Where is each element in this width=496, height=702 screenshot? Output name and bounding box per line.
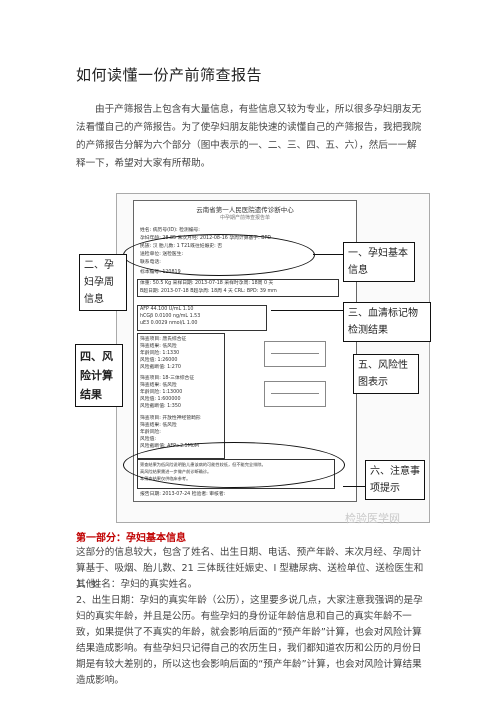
ellipse-notes — [123, 442, 345, 488]
report-line: uE3 0.0029 nmol/L 1.00 — [140, 321, 198, 326]
report-line: B超日期: 2013-07-18 B超孕周: 18周 4 天 CRL: BPD:… — [140, 289, 277, 294]
report-line: 年龄风险: 1:13000 — [140, 390, 183, 395]
ellipse-basic-info — [123, 234, 315, 276]
report-line: 报告日期: 2013-07-24 检验者: 审核者: — [140, 492, 226, 497]
report-line: hCGβ 0.0100 ng/mL 1.53 — [140, 314, 201, 319]
callout-6: 六、注意事项提示 — [365, 460, 425, 500]
report-hospital: 云南省第一人民医院遗传诊断中心 — [196, 206, 294, 214]
report-line: 风险值: 1:26000 — [140, 358, 178, 363]
report-line: 筛查结果: 低风险 — [140, 344, 177, 349]
arrow-line-1 — [313, 254, 343, 255]
report-line: 体重: 50.5 Kg 采样日期: 2013-07-18 采样时孕周: 18周 … — [140, 281, 274, 286]
page-title: 如何读懂一份产前筛查报告 — [76, 66, 263, 84]
arrow-line-3 — [271, 310, 343, 311]
report-line: 风险截断值: 1:350 — [140, 404, 181, 409]
callout-5: 五、风险性图表示 — [353, 354, 419, 394]
risk-graph-axis — [271, 393, 319, 394]
report-line: 筛查结果: 低风险 — [140, 423, 177, 428]
report-line: 筛查项目: 开放性神经管畸形 — [140, 416, 201, 421]
report-line: 标本编号: 120819 — [140, 270, 181, 275]
report-line: 筛查项目: 唐氏综合征 — [140, 337, 187, 342]
pregnancy-info-box — [137, 279, 339, 297]
risk-graph-2 — [264, 381, 326, 407]
report-line: 年龄风险: 1:1330 — [140, 351, 180, 356]
report-line: 年龄风险: — [140, 430, 161, 435]
watermark: 检验医学网 — [345, 512, 400, 525]
report-subtitle: 中孕期产前筛查报告单 — [219, 215, 270, 221]
callout-4: 四、风险计算结果 — [75, 344, 123, 407]
report-line: 风险值: 1:600000 — [140, 397, 181, 402]
report-line: 筛查项目: 18-三体综合征 — [140, 376, 195, 381]
serum-marker-box — [137, 305, 267, 331]
risk-graph-1 — [264, 341, 326, 367]
report-line: 姓名: 病历号(ID): 检测编号: — [140, 228, 200, 233]
callout-3: 三、血清标记物检测结果 — [343, 302, 431, 342]
annotated-report-figure: 云南省第一人民医院遗传诊断中心 中孕期产前筛查报告单 姓名: 病历号(ID): … — [75, 193, 431, 525]
section-1-heading: 第一部分：孕妇基本信息 — [76, 533, 186, 544]
intro-paragraph: 由于产筛报告上包含有大量信息，有些信息又较为专业，所以很多孕妇朋友无法看懂自己的… — [76, 104, 422, 169]
callout-1: 一、孕妇基本信息 — [343, 242, 415, 282]
report-line: AFP 44.100 U/mL 1.10 — [140, 307, 194, 312]
risk-graph-axis — [271, 353, 319, 354]
report-line: 筛查结果: 低风险 — [140, 383, 177, 388]
report-line: 风险值: — [140, 437, 157, 442]
arrow-line-6 — [343, 486, 365, 487]
paragraph: 这部分的信息较大，包含了姓名、出生日期、电话、预产年龄、末次月经、孕周计算基于、… — [76, 547, 424, 590]
paragraph: 1、姓名：孕妇的真实姓名。 — [76, 579, 198, 590]
report-line: 风险截断值: 1:270 — [140, 365, 181, 370]
paragraph: 2、出生日期：孕妇的真实年龄（公历），这里要多说几点，大家注意我强调的是孕妇的真… — [76, 595, 423, 686]
callout-2: 二、孕妇孕周信息 — [79, 254, 127, 311]
